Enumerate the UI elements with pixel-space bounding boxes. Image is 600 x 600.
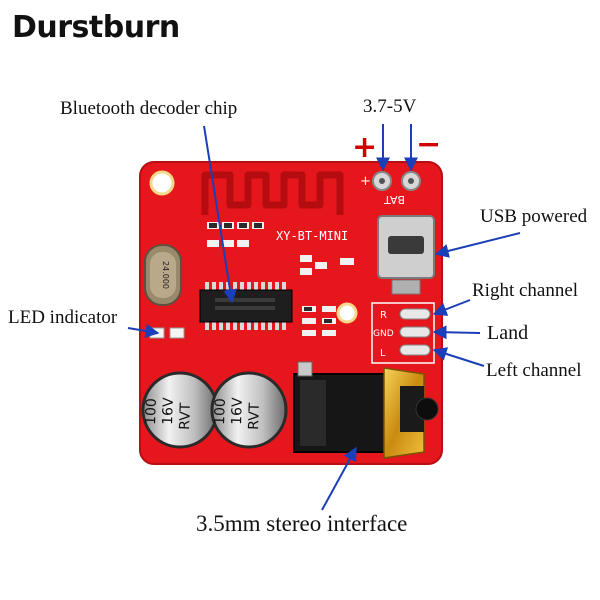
- svg-text:RVT: RVT: [246, 402, 263, 430]
- capacitor-2: 100 16V RVT: [210, 371, 288, 449]
- arrow-led: [127, 324, 160, 338]
- arrow-land: [432, 325, 481, 340]
- svg-text:100: 100: [143, 398, 160, 425]
- pad-r: [399, 308, 431, 320]
- svg-text:100: 100: [212, 398, 229, 425]
- mount-hole: [336, 302, 358, 324]
- pad-gnd: [399, 326, 431, 338]
- pcb-model-label: XY-BT-MINI: [276, 229, 348, 243]
- arrow-right: [432, 299, 471, 316]
- pcb-plus-mark: +: [360, 174, 371, 189]
- arrow-left: [432, 347, 485, 367]
- antenna-trace: [201, 171, 344, 215]
- label-led-indicator: LED indicator: [8, 307, 118, 328]
- plus-mark: +: [352, 130, 378, 165]
- label-stereo-interface: 3.5mm stereo interface: [196, 511, 408, 536]
- label-usb-powered: USB powered: [480, 206, 588, 227]
- pad-label-l: L: [380, 348, 386, 359]
- pcb-bat-label: BAT: [384, 193, 405, 206]
- svg-text:16V: 16V: [229, 397, 246, 425]
- label-bluetooth-chip: Bluetooth decoder chip: [60, 98, 238, 119]
- crystal-label: 24.000: [161, 261, 170, 289]
- svg-text:RVT: RVT: [177, 402, 194, 430]
- arrow-usb: [434, 232, 521, 258]
- pad-label-r: R: [380, 310, 387, 321]
- arrow-chip: [203, 125, 237, 304]
- capacitor-1: 100 16V RVT: [141, 371, 219, 449]
- mount-hole: [149, 170, 175, 196]
- chip-pins: [205, 282, 286, 330]
- brand-title: Durstburn: [12, 10, 180, 45]
- label-left-channel: Left channel: [486, 360, 582, 381]
- label-right-channel: Right channel: [472, 280, 579, 301]
- svg-text:16V: 16V: [160, 397, 177, 425]
- label-land: Land: [487, 322, 529, 344]
- minus-mark: −: [416, 127, 442, 162]
- audio-jack: [293, 361, 439, 459]
- pad-l: [399, 344, 431, 356]
- label-voltage: 3.7-5V: [363, 96, 417, 117]
- arrow-jack: [321, 446, 357, 511]
- pad-label-gnd: GND: [373, 329, 394, 339]
